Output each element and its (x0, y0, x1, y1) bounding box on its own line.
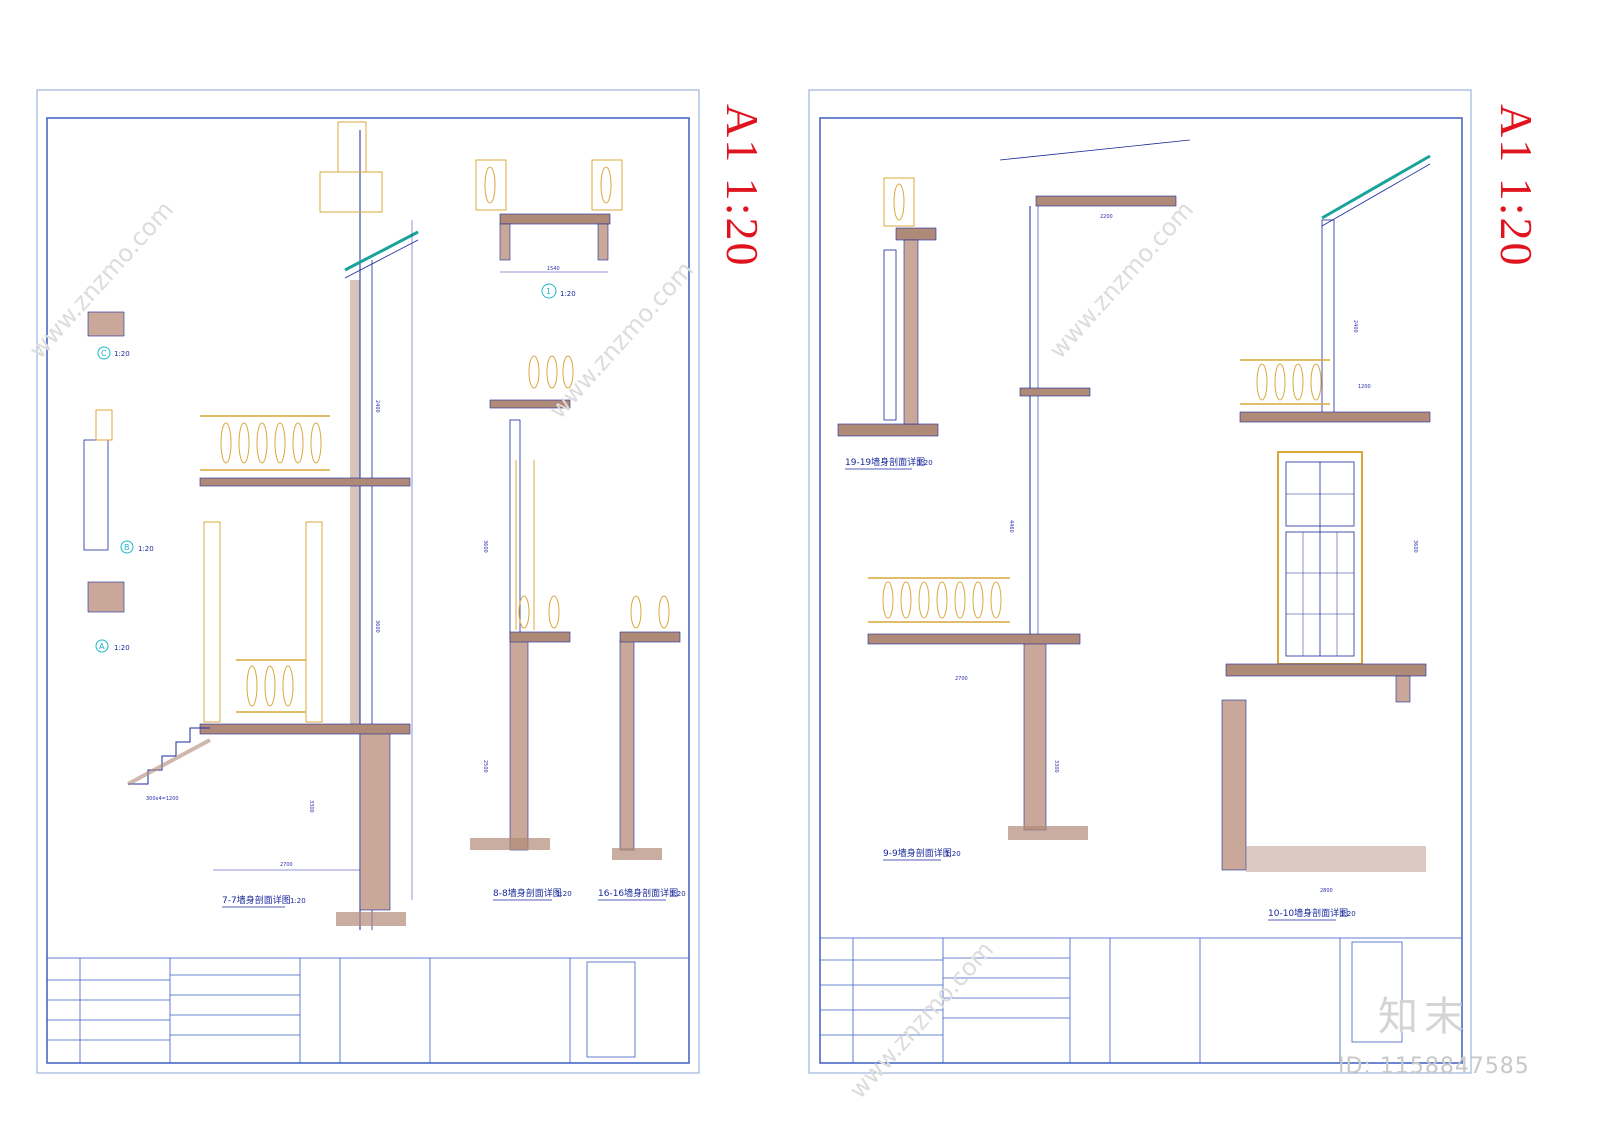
dimension-8-8: 2500 (482, 760, 488, 773)
scale-8-8: 1:20 (556, 890, 572, 898)
dimension-1540: 1540 (547, 266, 560, 272)
small-details: C 1:20 B 1:20 A 1:20 (83, 311, 154, 653)
dimension-9-9-base: 3300 (1053, 760, 1059, 773)
bubble-b: B (124, 543, 130, 552)
caption-7-7: 7-7墙身剖面详图 (222, 894, 291, 906)
scale-1: 1:20 (560, 290, 576, 298)
caption-9-9: 9-9墙身剖面详图 (883, 847, 952, 859)
scale-b: 1:20 (138, 545, 154, 553)
dimension-10-10-width: 2800 (1320, 888, 1333, 894)
watermark-diagonal: www.znzmo.com www.znzmo.com www.znzmo.co… (24, 196, 1199, 1104)
sheet-2-title-block (819, 937, 1463, 1064)
sheet-1-title-block (46, 957, 690, 1064)
scale-c: 1:20 (114, 350, 130, 358)
bubble-1: 1 (546, 287, 551, 296)
dimension-7-7-upper: 2400 (374, 400, 380, 413)
dimension-7-7-height: 3300 (308, 800, 314, 813)
sheet-1-outer-frame (36, 89, 700, 1074)
dimension-stair: 300x4=1200 (146, 796, 179, 802)
scale-7-7: 1:20 (290, 897, 306, 905)
dimension-8-8-upper: 3600 (482, 540, 488, 553)
dimension-7-7-width: 2700 (280, 862, 293, 868)
watermark-site-3: www.znzmo.com (1044, 196, 1199, 364)
dimension-9-9-span: 2200 (1100, 214, 1113, 220)
detail-9-9: 2200 2700 4460 3300 9-9墙身剖面详图 1:20 (867, 139, 1191, 861)
dimension-10-10-height: 3600 (1412, 540, 1418, 553)
caption-19-19: 19-19墙身剖面详图 (845, 456, 925, 468)
dimension-10-10-overhang: 1200 (1358, 384, 1371, 390)
caption-16-16: 16-16墙身剖面详图 (598, 887, 678, 899)
dimension-7-7-floor: 3600 (374, 620, 380, 633)
sheet-2: 19-19墙身剖面详图 1:20 2200 2700 4460 (808, 89, 1472, 1074)
watermark-id: ID: 1158847585 (1338, 1054, 1530, 1079)
watermark-site-2: www.znzmo.com (544, 256, 699, 424)
scale-9-9: 1:20 (945, 850, 961, 858)
watermark-site-4: www.znzmo.com (844, 936, 999, 1104)
detail-8-8: 2500 3600 8-8墙身剖面详图 1:20 (470, 355, 574, 901)
scale-16-16: 1:20 (670, 890, 686, 898)
sheet-2-outer-frame (808, 89, 1472, 1074)
sheet-1: 2700 3300 3600 2400 300x4=1200 7-7墙身剖面详图… (36, 89, 700, 1074)
sheet-2-scale-label: A1 1:20 (1491, 104, 1542, 268)
detail-10-10: 1200 2800 3600 2400 10-10墙身剖面详图 1:20 (1221, 154, 1431, 921)
scale-a: 1:20 (114, 644, 130, 652)
bubble-c: C (101, 349, 107, 358)
dimension-10-10-upper: 2400 (1352, 320, 1358, 333)
watermark-logo: 知末 (1378, 994, 1470, 1040)
dimension-9-9-width: 2700 (955, 676, 968, 682)
scale-10-10: 1:20 (1340, 910, 1356, 918)
detail-19-19: 19-19墙身剖面详图 1:20 (837, 177, 939, 470)
scale-19-19: 1:20 (917, 459, 933, 467)
caption-10-10: 10-10墙身剖面详图 (1268, 907, 1348, 919)
dimension-9-9-height: 4460 (1008, 520, 1014, 533)
caption-8-8: 8-8墙身剖面详图 (493, 887, 562, 899)
bubble-a: A (99, 642, 105, 651)
sheet-1-scale-label: A1 1:20 (717, 104, 768, 268)
detail-7-7: 2700 3300 3600 2400 300x4=1200 7-7墙身剖面详图… (127, 121, 419, 930)
detail-16-16: 16-16墙身剖面详图 1:20 (598, 595, 686, 901)
detail-1: 1540 1 1:20 (475, 159, 623, 299)
